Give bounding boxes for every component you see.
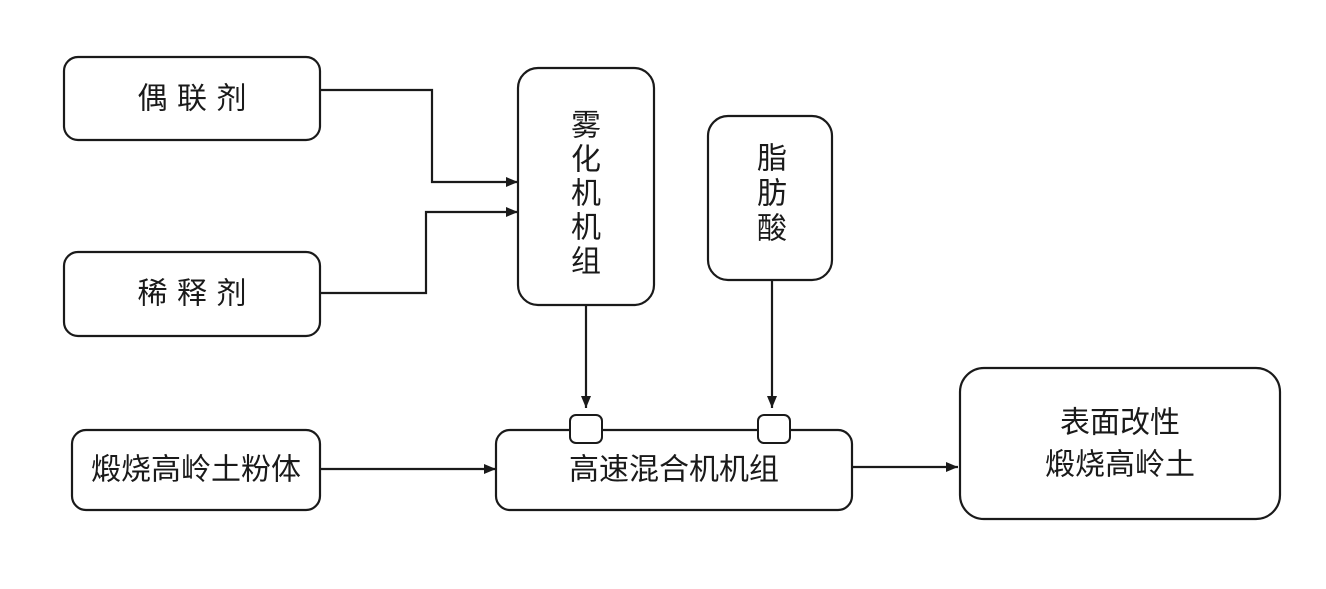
label-high-speed-mixer-unit: 高速混合机机组 <box>569 453 779 488</box>
node-atomizer-unit: 雾 化 机 机 组 <box>516 66 656 307</box>
node-surface-modified-kaolin: 表面改性 煅烧高岭土 <box>958 366 1282 521</box>
mixer-inlet-port-right <box>757 414 791 444</box>
mixer-inlet-port-left <box>569 414 603 444</box>
label-fatty-acid-char: 酸 <box>757 212 787 247</box>
label-atomizer-char: 机 <box>571 177 601 212</box>
label-calcined-kaolin-powder: 煅烧高岭土粉体 <box>91 453 301 488</box>
label-atomizer-char: 化 <box>571 143 601 178</box>
label-diluent: 稀 释 剂 <box>137 277 246 312</box>
label-atomizer-char: 组 <box>571 245 601 280</box>
label-atomizer-char: 机 <box>571 211 601 246</box>
label-fatty-acid-char: 肪 <box>757 177 787 212</box>
label-atomizer-char: 雾 <box>571 109 601 144</box>
label-surface-modified-line: 煅烧高岭土 <box>1045 448 1195 483</box>
node-fatty-acid: 脂 肪 酸 <box>706 114 834 282</box>
edge-diluent-to-atomizer <box>320 207 518 295</box>
node-diluent: 稀 释 剂 <box>62 250 322 338</box>
node-coupling-agent: 偶 联 剂 <box>62 55 322 142</box>
node-high-speed-mixer-unit: 高速混合机机组 <box>494 428 854 512</box>
node-calcined-kaolin-powder: 煅烧高岭土粉体 <box>70 428 322 512</box>
label-coupling-agent: 偶 联 剂 <box>137 82 246 117</box>
label-fatty-acid-char: 脂 <box>757 142 787 177</box>
label-surface-modified-line: 表面改性 <box>1060 406 1180 441</box>
edge-coupling-to-atomizer <box>320 88 518 187</box>
